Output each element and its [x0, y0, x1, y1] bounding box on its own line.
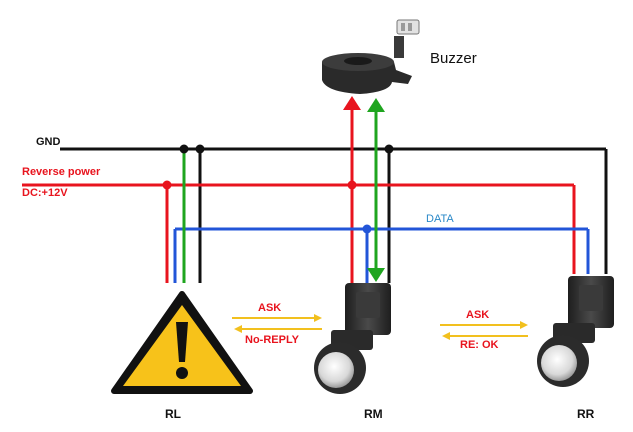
parking-sensor-icon: [314, 283, 391, 394]
no-reply-label: No-REPLY: [245, 334, 299, 346]
ask-label-right: ASK: [466, 309, 490, 321]
rl-label: RL: [165, 407, 181, 421]
up-arrow-head: [343, 96, 361, 110]
data-wire: [173, 227, 590, 283]
comm-arrows: [232, 314, 528, 340]
power-wire: [22, 106, 576, 283]
bidirectional-arrow-bottom: [367, 268, 385, 282]
reverse-power-label: Reverse power: [22, 166, 101, 178]
buzzer-label: Buzzer: [430, 50, 477, 67]
gnd-wire: [60, 147, 608, 283]
parking-sensor-icon: [537, 276, 614, 387]
junction-dots: [162, 144, 394, 234]
dc-voltage-label: DC:+12V: [22, 187, 68, 199]
buzzer-icon: [322, 19, 420, 94]
bidirectional-arrow-top: [367, 98, 385, 112]
signal-wire: [182, 110, 378, 283]
gnd-label: GND: [36, 136, 61, 148]
re-ok-label: RE: OK: [460, 339, 499, 351]
warning-triangle-icon: [111, 291, 253, 394]
ask-label-left: ASK: [258, 302, 282, 314]
rr-label: RR: [577, 407, 595, 421]
data-label: DATA: [426, 213, 454, 225]
rm-label: RM: [364, 407, 383, 421]
